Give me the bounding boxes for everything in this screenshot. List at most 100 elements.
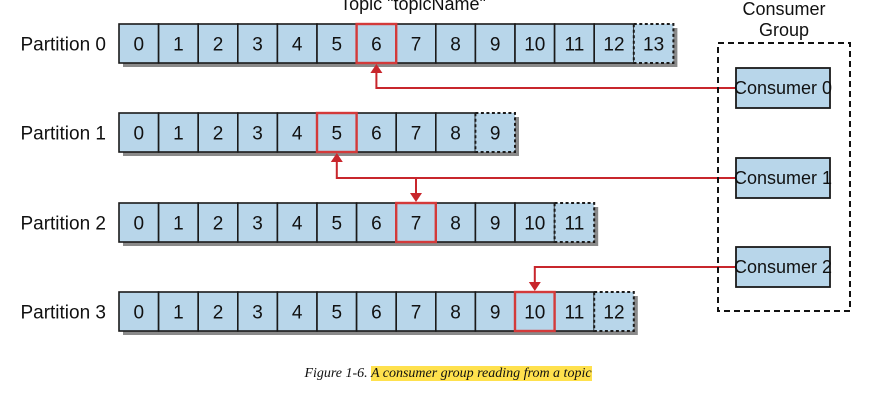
offset-label: 2 xyxy=(213,124,224,145)
offset-cell xyxy=(157,291,200,332)
offset-cell xyxy=(157,112,200,153)
offset-label: 1 xyxy=(173,124,184,145)
offset-cell xyxy=(553,291,595,332)
offset-cell xyxy=(316,23,358,64)
offset-label: 1 xyxy=(173,214,184,235)
consumer-group-box xyxy=(717,42,851,312)
offset-label: 5 xyxy=(332,214,343,235)
offset-cell xyxy=(118,291,160,332)
offset-label: 3 xyxy=(252,303,263,324)
offset-cell xyxy=(157,202,200,243)
read-arrows xyxy=(330,64,736,291)
pending-offset-cell xyxy=(474,112,516,153)
offset-label: 7 xyxy=(411,303,422,324)
arrowhead xyxy=(370,64,383,73)
offset-label: 6 xyxy=(371,124,382,145)
offset-cell xyxy=(395,112,437,153)
read-arrow xyxy=(335,161,736,179)
offset-label: 12 xyxy=(603,35,624,56)
offset-label: 9 xyxy=(490,124,501,145)
partition-label: Partition 1 xyxy=(20,124,106,145)
offset-cell xyxy=(514,202,556,243)
offset-label: 6 xyxy=(371,303,382,324)
offset-label: 3 xyxy=(252,124,263,145)
offset-cell xyxy=(553,23,595,64)
offset-label: 4 xyxy=(292,214,303,235)
offset-cell xyxy=(434,112,477,153)
offset-label: 10 xyxy=(524,214,545,235)
offset-label: 7 xyxy=(411,214,422,235)
offset-label: 13 xyxy=(643,35,664,56)
current-read-offset-highlight xyxy=(355,22,398,65)
current-read-offset-highlight xyxy=(315,111,358,154)
offset-label: 4 xyxy=(292,303,303,324)
caption-prefix: Figure 1-6. xyxy=(304,366,371,381)
offset-label: 8 xyxy=(450,214,461,235)
offset-label: 3 xyxy=(252,35,263,56)
offset-label: 1 xyxy=(173,35,184,56)
offset-label: 3 xyxy=(252,214,263,235)
partition-label: Partition 0 xyxy=(20,35,106,56)
current-read-offset-highlight xyxy=(395,201,438,244)
offset-label: 6 xyxy=(371,214,382,235)
offset-label: 5 xyxy=(332,303,343,324)
offset-label: 2 xyxy=(213,35,224,56)
arrowhead xyxy=(330,153,343,162)
offset-cell xyxy=(593,23,635,64)
arrowhead xyxy=(410,193,422,202)
caption-text: A consumer group reading from a topic xyxy=(370,366,592,381)
pending-offset-cell xyxy=(632,23,675,64)
topic-title: Topic "topicName" xyxy=(340,0,486,14)
consumer-group-title-line-2: Group xyxy=(759,20,809,40)
offset-label: 7 xyxy=(411,124,422,145)
offset-cell xyxy=(237,23,279,64)
offset-cell xyxy=(118,112,160,153)
offset-label: 0 xyxy=(134,35,145,56)
offset-label: 0 xyxy=(134,303,145,324)
offset-cell xyxy=(276,23,318,64)
offset-cell xyxy=(355,291,398,332)
offset-cell xyxy=(276,112,318,153)
offset-cell xyxy=(237,202,279,243)
offset-cell xyxy=(434,291,477,332)
offset-cell xyxy=(157,23,200,64)
offset-label: 0 xyxy=(134,124,145,145)
offset-cell xyxy=(474,23,516,64)
offset-label: 11 xyxy=(565,303,585,324)
consumer: Consumer 2 xyxy=(734,246,832,288)
arrowhead xyxy=(528,282,541,291)
offset-label: 8 xyxy=(450,35,461,56)
consumer-label: Consumer 2 xyxy=(734,257,832,277)
offset-label: 1 xyxy=(173,303,184,324)
consumer-box xyxy=(735,246,831,288)
offset-cell xyxy=(197,202,239,243)
consumer-label: Consumer 1 xyxy=(734,168,832,188)
offset-label: 5 xyxy=(332,124,343,145)
offset-label: 0 xyxy=(134,214,145,235)
offset-cell xyxy=(474,202,516,243)
offset-label: 4 xyxy=(292,124,303,145)
pending-offset-cell xyxy=(593,291,635,332)
offset-label: 11 xyxy=(565,35,585,56)
offset-cell xyxy=(316,291,358,332)
partition-label: Partition 3 xyxy=(20,303,106,324)
read-arrow xyxy=(533,266,736,283)
pending-offset-cell xyxy=(553,202,596,243)
offset-cell xyxy=(118,23,160,64)
current-read-offset-highlight xyxy=(513,290,556,333)
consumer-group-title-line-1: Consumer xyxy=(742,0,825,19)
offset-label: 12 xyxy=(603,303,624,324)
offset-label: 9 xyxy=(490,214,501,235)
offset-label: 2 xyxy=(213,303,224,324)
consumer: Consumer 0 xyxy=(734,67,832,109)
consumer-box xyxy=(735,67,831,109)
figure-caption: Figure 1-6. A consumer group reading fro… xyxy=(0,366,896,382)
offset-cell xyxy=(474,291,516,332)
consumers: Consumer 0 Consumer 1 Consumer 2 xyxy=(734,67,832,288)
read-arrow xyxy=(375,72,736,89)
